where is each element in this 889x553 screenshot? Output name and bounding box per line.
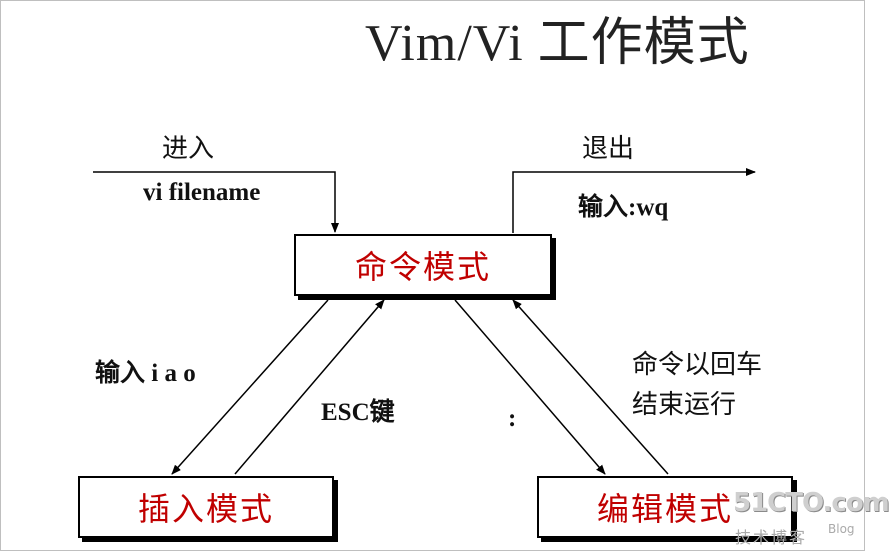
colon-label: : bbox=[508, 405, 517, 432]
slide-frame bbox=[0, 0, 865, 551]
command-mode-label: 命令模式 bbox=[354, 248, 491, 286]
insert-keys-label: 输入 i a o bbox=[95, 360, 196, 387]
watermark-blog: Blog bbox=[828, 522, 855, 536]
exit-label: 退出 bbox=[582, 134, 635, 164]
edit-mode-label: 编辑模式 bbox=[596, 490, 733, 528]
command-to-insert-arrow bbox=[171, 299, 329, 475]
enter-arrow bbox=[93, 171, 339, 233]
exit-command-label: 输入:wq bbox=[578, 194, 669, 221]
exit-arrow bbox=[512, 168, 756, 233]
edit-to-command-arrow bbox=[512, 299, 669, 475]
insert-mode-box: 插入模式 bbox=[78, 476, 334, 538]
watermark-logo: 51CTO.com bbox=[733, 488, 889, 518]
slide-title: Vim/Vi 工作模式 bbox=[365, 15, 750, 72]
connector-lines bbox=[93, 168, 756, 475]
command-mode-box: 命令模式 bbox=[294, 234, 552, 296]
watermark-subtitle: 技术博客 bbox=[735, 528, 808, 547]
enter-command-label: vi filename bbox=[143, 179, 261, 206]
insert-mode-label: 插入模式 bbox=[137, 490, 274, 528]
insert-to-command-arrow bbox=[234, 299, 385, 475]
edit-mode-box: 编辑模式 bbox=[537, 476, 793, 538]
esc-key-label: ESC键 bbox=[321, 399, 395, 426]
run-end-label-line1: 命令以回车 bbox=[632, 350, 763, 380]
run-end-label-line2: 结束运行 bbox=[632, 390, 737, 420]
enter-label: 进入 bbox=[162, 134, 215, 164]
command-to-edit-arrow bbox=[454, 299, 606, 475]
